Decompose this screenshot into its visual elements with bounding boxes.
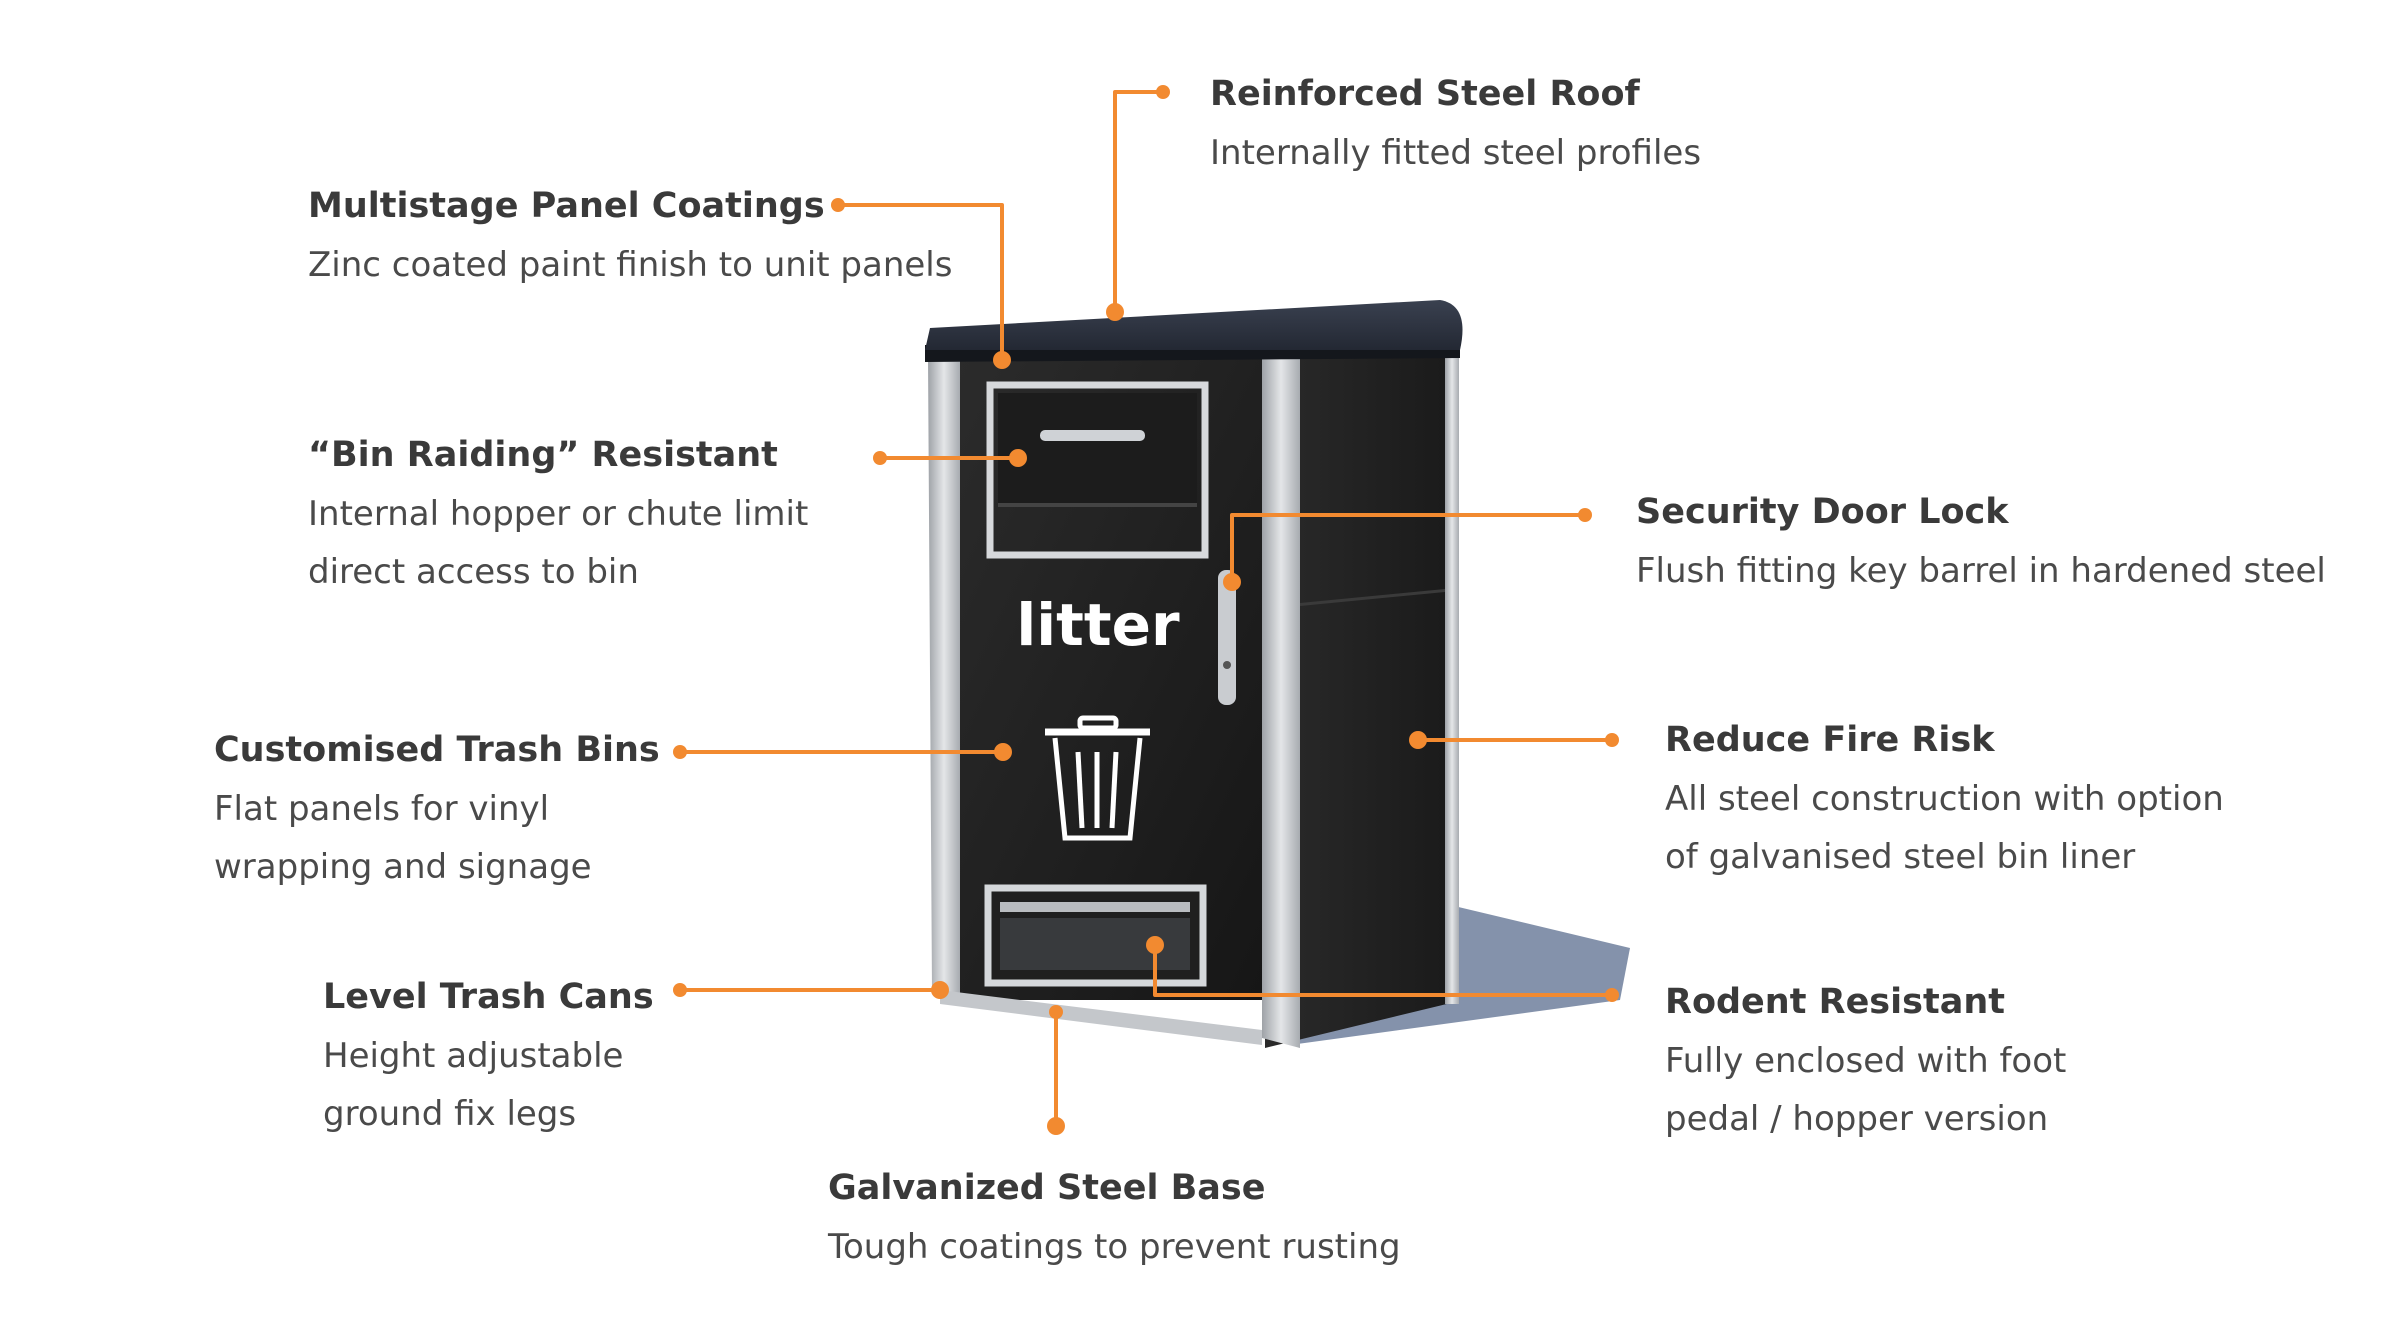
base-strip — [940, 990, 1262, 1045]
callout-description: Zinc coated paint finish to unit panels — [308, 245, 953, 285]
leader-dot-galvanized-steel-base — [1049, 1005, 1063, 1019]
lock-strip — [1218, 570, 1236, 705]
side-rear-post — [1445, 358, 1459, 1004]
leader-dot-multistage-panel-coatings — [993, 351, 1011, 369]
leader-line-reinforced-steel-roof — [1113, 90, 1165, 314]
side-panel — [1265, 358, 1455, 1048]
front-label: litter — [1016, 591, 1180, 659]
leader-dot-galvanized-steel-base — [1047, 1117, 1065, 1135]
leader-lines — [678, 90, 1614, 1128]
leader-dot-security-door-lock — [1578, 508, 1592, 522]
leader-dot-level-trash-cans — [931, 981, 949, 999]
callout-description: Internally fitted steel profiles — [1210, 133, 1702, 173]
hopper-frame — [986, 381, 1209, 559]
callout-title: Security Door Lock — [1636, 492, 2009, 532]
callout-title: Reduce Fire Risk — [1665, 720, 1995, 760]
leader-dot-reduce-fire-risk — [1605, 733, 1619, 747]
callout-description: All steel construction with option — [1665, 779, 2224, 819]
leader-line-rodent-resistant — [1153, 943, 1614, 997]
callout-description: Internal hopper or chute limit — [308, 494, 809, 534]
leader-dot-multistage-panel-coatings — [831, 198, 845, 212]
callout-title: Multistage Panel Coatings — [308, 186, 825, 226]
leader-dot-rodent-resistant — [1146, 936, 1164, 954]
callout-title: Galvanized Steel Base — [828, 1168, 1266, 1208]
callout-description: direct access to bin — [308, 552, 639, 592]
leader-dot-level-trash-cans — [673, 983, 687, 997]
callout-description: pedal / hopper version — [1665, 1099, 2049, 1139]
leader-line-multistage-panel-coatings — [836, 203, 1004, 362]
callout-description: Flush fitting key barrel in hardened ste… — [1636, 551, 2326, 591]
callout-description: wrapping and signage — [214, 847, 592, 887]
callout-title: Customised Trash Bins — [214, 730, 660, 770]
callout-description: of galvanised steel bin liner — [1665, 837, 2136, 877]
roof-top — [925, 300, 1463, 350]
leader-dots — [673, 85, 1619, 1135]
callout-description: Height adjustable — [323, 1036, 624, 1076]
callout-title: Reinforced Steel Roof — [1210, 74, 1640, 114]
callout-description: Tough coatings to prevent rusting — [828, 1227, 1401, 1267]
leader-dot-reinforced-steel-roof — [1156, 85, 1170, 99]
callout-title: “Bin Raiding” Resistant — [308, 435, 778, 475]
leader-line-security-door-lock — [1230, 513, 1587, 584]
leader-dot-reinforced-steel-roof — [1106, 303, 1124, 321]
callout-title: Rodent Resistant — [1665, 982, 2005, 1022]
leader-dot-bin-raiding-resistant — [1009, 449, 1027, 467]
callout-description: Flat panels for vinyl — [214, 789, 550, 829]
callout-description: ground fix legs — [323, 1094, 577, 1134]
leader-dot-customised-trash-bins — [673, 745, 687, 759]
callout-description: Fully enclosed with foot — [1665, 1041, 2067, 1081]
callout-title: Level Trash Cans — [323, 977, 654, 1017]
leader-dot-reduce-fire-risk — [1409, 731, 1427, 749]
leader-dot-bin-raiding-resistant — [873, 451, 887, 465]
leader-dot-rodent-resistant — [1605, 988, 1619, 1002]
right-corner-post — [1262, 355, 1300, 1048]
leader-dot-security-door-lock — [1223, 573, 1241, 591]
leader-dot-customised-trash-bins — [994, 743, 1012, 761]
trash-can-icon — [1045, 715, 1150, 841]
hopper-handle — [1040, 430, 1145, 441]
left-corner-post — [928, 355, 960, 1000]
